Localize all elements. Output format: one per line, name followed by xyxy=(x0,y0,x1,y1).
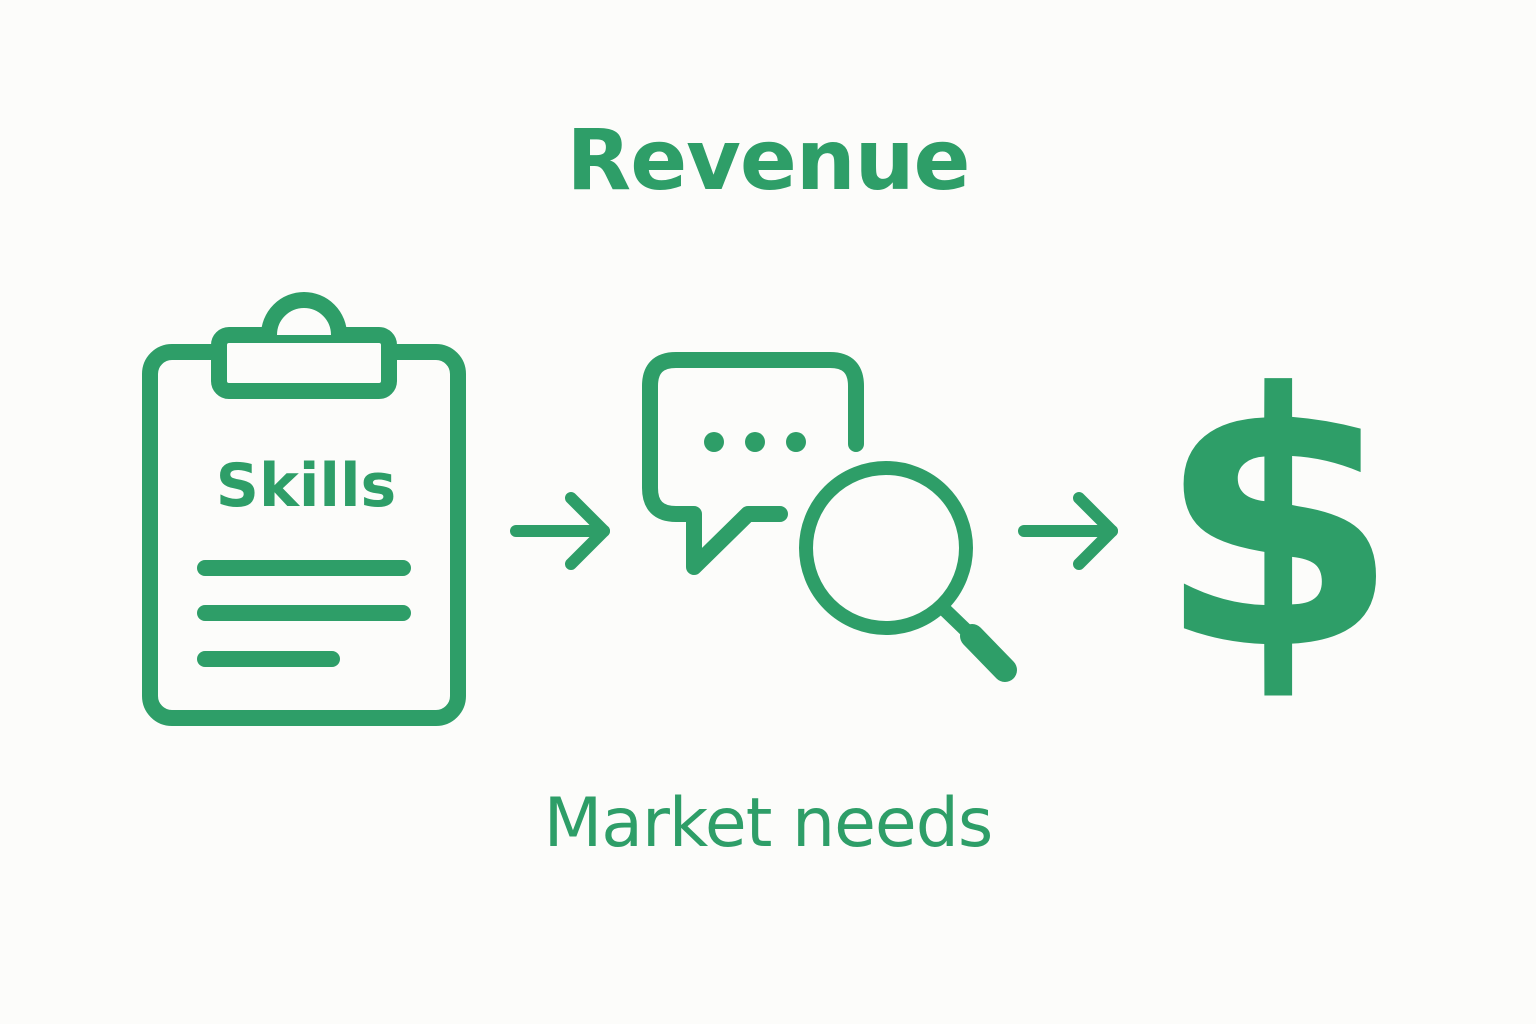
dollar-icon: $ xyxy=(1156,319,1400,727)
arrow-right-icon xyxy=(1018,492,1118,570)
clipboard-label: Skills xyxy=(216,451,397,521)
diagram-title: Revenue xyxy=(566,111,971,209)
arrow-right-icon xyxy=(510,492,610,570)
magnifier-handle xyxy=(960,624,1017,682)
chat-bubble-icon xyxy=(642,352,864,575)
diagram-footer: Market needs xyxy=(543,784,994,863)
magnifier-lens xyxy=(799,461,973,635)
clipboard-clip xyxy=(211,327,397,399)
clipboard-icon xyxy=(142,292,466,726)
chat-search-icon xyxy=(642,352,1017,682)
chat-dot-1 xyxy=(704,432,724,452)
chat-dot-2 xyxy=(745,432,765,452)
chat-dot-3 xyxy=(786,432,806,452)
clipboard-clip-ring xyxy=(261,292,347,343)
